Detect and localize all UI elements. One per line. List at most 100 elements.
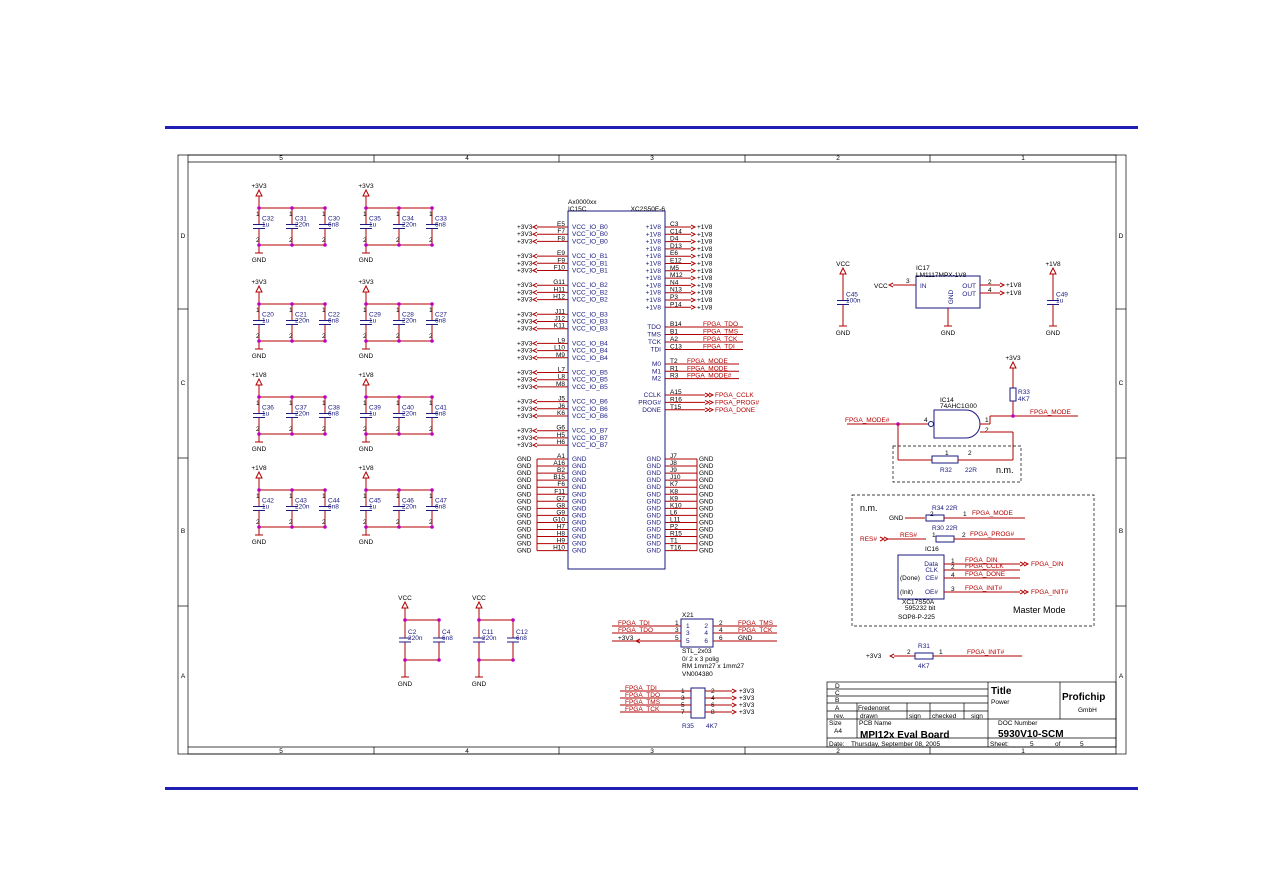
pin-number: M12	[670, 272, 683, 279]
pin-name: VCC_IO_B4	[572, 355, 608, 362]
arrow-icon	[531, 289, 538, 295]
cap-ref: C36	[262, 405, 274, 412]
pin-number: L9	[558, 337, 566, 344]
net-label: +3V3	[517, 231, 533, 238]
col-label-bottom: 3	[650, 748, 654, 755]
net-label: +1V8	[1006, 290, 1022, 297]
pin-name: VCC_IO_B7	[572, 442, 608, 449]
rev-row-label: A	[835, 705, 840, 712]
arrow-icon	[531, 340, 538, 346]
pin-number: H6	[557, 439, 566, 446]
junction-dot	[397, 339, 401, 343]
pin-name: GND	[948, 289, 955, 304]
pin-name: GND	[647, 484, 662, 491]
pin-name: VCC_IO_B2	[572, 297, 608, 304]
net-label: +1V8	[1006, 282, 1022, 289]
pin-number: H7	[557, 524, 566, 531]
net-label: +3V3	[517, 326, 533, 333]
arrow-icon	[531, 326, 538, 332]
pin-number: B2	[557, 467, 565, 474]
row-label-left: A	[181, 673, 186, 680]
master-mode-label: Master Mode	[1013, 605, 1066, 615]
net-label: GND	[699, 484, 714, 491]
arrow-icon	[704, 399, 715, 405]
cap-value: 220n	[402, 504, 417, 511]
cap-value: 220n	[295, 222, 310, 229]
pin-number: E5	[557, 221, 565, 228]
power-label: VCC	[836, 261, 850, 268]
net-label: GND	[699, 491, 714, 498]
pin-number: 2	[985, 427, 989, 434]
arrow-icon	[704, 407, 715, 413]
cap-ref: C46	[402, 498, 414, 505]
pin-number: 2	[256, 426, 260, 433]
junction-dot	[430, 432, 434, 436]
prom-ref: IC16	[925, 546, 939, 553]
net-label: GND	[517, 512, 532, 519]
arrow-icon	[1019, 561, 1030, 567]
power-arrow-icon	[255, 470, 263, 479]
pin-number: 1	[256, 493, 260, 500]
pin-number: 4	[951, 572, 955, 579]
arrow-icon	[531, 282, 538, 288]
net-label: FPGA_TDI	[625, 685, 657, 692]
junction-dot	[430, 395, 434, 399]
rev-row-label: B	[835, 697, 839, 704]
tb-date: Thursday, September 08, 2005	[851, 741, 941, 748]
junction-dot	[257, 339, 261, 343]
cap-ref: C35	[369, 216, 381, 223]
arrow-icon	[690, 304, 697, 310]
junction-dot	[437, 658, 441, 662]
pin-number: 1	[675, 620, 679, 627]
pin-name: CCLK	[644, 392, 662, 399]
pin-number: 1	[939, 649, 943, 656]
pin-name: GND	[572, 548, 587, 555]
pin-number: 2	[907, 649, 911, 656]
pin-number: J7	[670, 453, 677, 460]
pin-number: J5	[558, 396, 565, 403]
net-label: FPGA_DONE	[965, 571, 1006, 578]
pin-number: 1	[322, 493, 326, 500]
junction-dot	[257, 488, 261, 492]
pin-number: C3	[670, 221, 679, 228]
junction-dot	[364, 432, 368, 436]
rpack-ref: R35	[682, 723, 694, 730]
pin-number: 1	[396, 307, 400, 314]
pin-number: H12	[553, 294, 565, 301]
pin-number: 2	[363, 333, 367, 340]
pin-number: 3	[951, 586, 955, 593]
junction-dot	[290, 302, 294, 306]
cap-ref: C40	[402, 405, 414, 412]
pin-number: 1	[363, 307, 367, 314]
junction-dot	[364, 525, 368, 529]
power-arrow-icon	[255, 284, 263, 293]
tb-pcb-label: PCB Name	[859, 720, 892, 727]
net-label: GND	[699, 512, 714, 519]
power-label: +1V8	[1045, 261, 1061, 268]
pin-number: 2	[962, 532, 966, 539]
cap-value: 220n	[482, 635, 497, 642]
fpga-ref: IC15C	[568, 206, 587, 213]
junction-dot	[290, 339, 294, 343]
net-label: GND	[517, 548, 532, 555]
pin-number: F9	[557, 257, 565, 264]
arrow-icon	[531, 311, 538, 317]
pin-name: GND	[572, 477, 587, 484]
net-label: FPGA_TCK	[625, 706, 660, 713]
pin-number: 1	[363, 211, 367, 218]
pin-name: M1	[652, 368, 661, 375]
prom-body	[897, 554, 945, 600]
junction-dot	[397, 302, 401, 306]
pin-name: M0	[652, 361, 661, 368]
tb-of-label: of	[1055, 741, 1061, 748]
cap-value: 6n8	[328, 318, 339, 325]
pin-number: 1	[322, 211, 326, 218]
power-label: +1V8	[251, 465, 267, 472]
cap-ref: C4	[442, 629, 451, 636]
pin-number: 2	[968, 450, 972, 457]
pin-number: 1	[396, 211, 400, 218]
